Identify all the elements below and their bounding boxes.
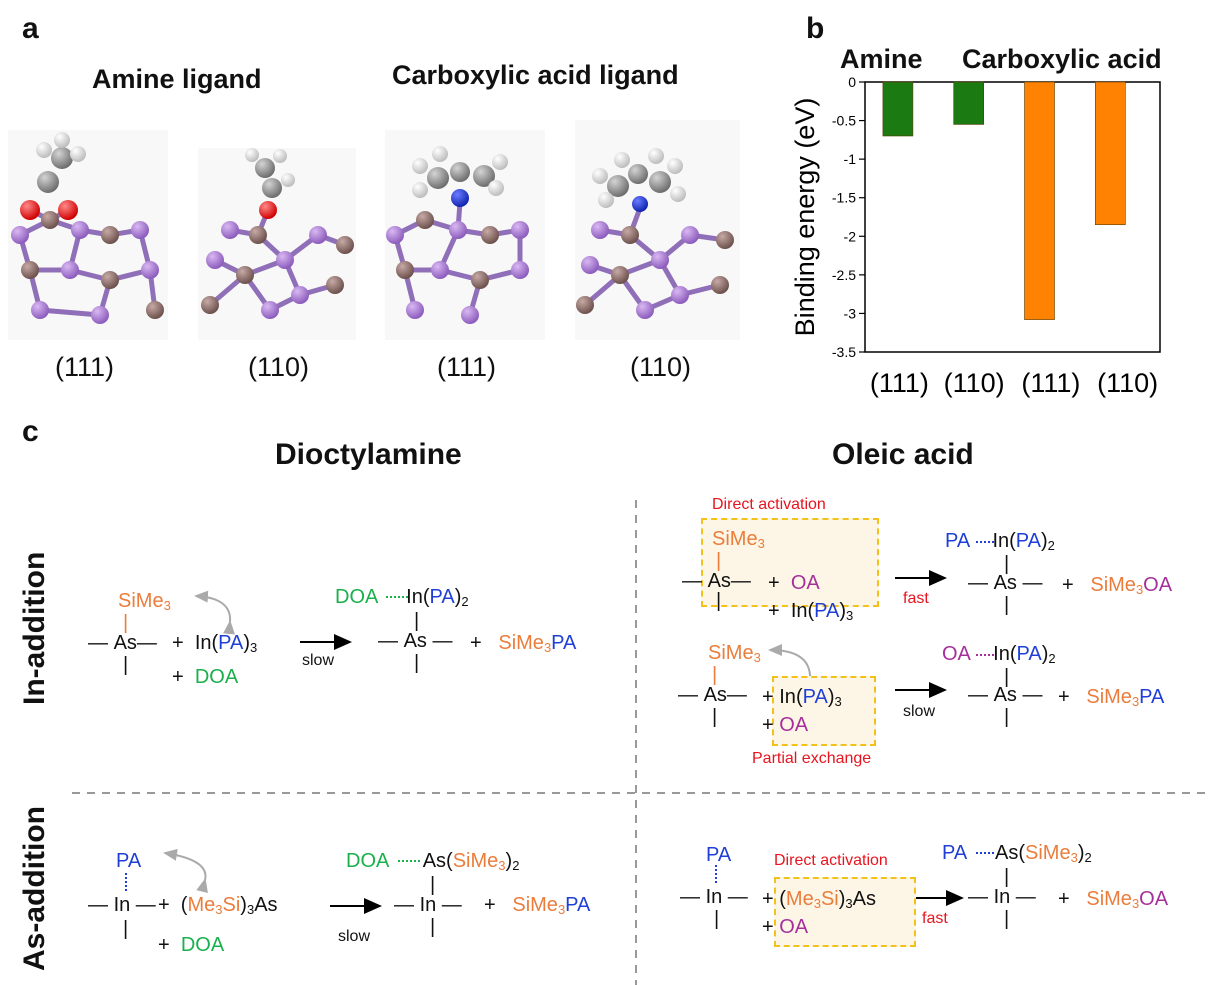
product-simE3pa-1: + SiMe3PA: [470, 632, 577, 655]
direct-activation-box-1: [701, 518, 879, 607]
structure-acid-110: [575, 120, 740, 340]
simE3-label: SiMe3: [118, 590, 171, 613]
as-center-2: — As —: [378, 630, 453, 652]
bar: [882, 81, 914, 137]
group-label-carboxylic: Carboxylic acid: [962, 44, 1162, 74]
y-tick-label: 0: [848, 74, 856, 90]
bar: [1094, 81, 1126, 226]
partial-exchange-label: Partial exchange: [752, 750, 872, 767]
structure-amine-111: [8, 130, 168, 340]
in-pa3-1: + In(PA)3: [172, 632, 258, 655]
as-center-1: — As—: [88, 632, 157, 654]
carboxylic-ligand-header: Carboxylic acid ligand: [392, 60, 679, 90]
direct-activation-box-2: [774, 877, 916, 947]
panel-c-letter: c: [22, 415, 39, 448]
bar: [1024, 81, 1055, 320]
facet-label-3: (111): [437, 352, 497, 382]
direct-activation-label-1: Direct activation: [712, 496, 826, 513]
as-center-3: — As—: [682, 570, 751, 592]
structure-amine-110: [198, 148, 356, 340]
bars: [882, 81, 1126, 320]
plus-doa-1: + DOA: [172, 666, 239, 688]
structure-acid-111: [385, 130, 545, 340]
col-title-dioctylamine: Dioctylamine: [275, 438, 462, 471]
y-tick-label: -1.5: [832, 190, 856, 206]
slow-label-3: slow: [338, 928, 371, 945]
partial-exchange-box: [772, 676, 876, 746]
binding-energy-chart: 0-0.5-1-1.5-2-2.5-3-3.5 (111)(110)(111)(…: [790, 74, 1161, 398]
facet-label-1: (111): [55, 352, 115, 382]
slow-label-1: slow: [302, 652, 335, 669]
y-tick-label: -2.5: [832, 267, 856, 283]
fast-label-2: fast: [922, 910, 948, 927]
col-title-oleic: Oleic acid: [832, 438, 974, 471]
x-tick-label: (111): [870, 368, 929, 398]
y-axis-ticks: 0 -0.5 -1 -1.5 -2 -2.5 -3 -3.5: [832, 74, 865, 360]
x-tick-label: (110): [1097, 368, 1158, 398]
doa-in-pa2: DOA In(PA)2: [335, 586, 469, 609]
molecular-structures: [8, 120, 740, 340]
facet-label-2: (110): [248, 352, 310, 382]
fast-label-1: fast: [903, 590, 929, 607]
direct-activation-label-2: Direct activation: [774, 852, 888, 869]
plot-frame: [864, 81, 1161, 353]
y-tick-label: -0.5: [832, 113, 856, 129]
y-axis-label: Binding energy (eV): [790, 98, 820, 337]
y-tick-label: -3: [844, 305, 857, 321]
panel-b-letter: b: [806, 12, 825, 45]
x-tick-label: (111): [1021, 368, 1080, 398]
y-tick-label: -3.5: [832, 344, 856, 360]
group-label-amine: Amine: [840, 44, 923, 74]
x-axis-ticks: (111) (110) (111) (110): [870, 368, 1158, 398]
y-tick-label: -2: [844, 228, 857, 244]
bar: [953, 81, 984, 125]
x-tick-label: (110): [944, 368, 1005, 398]
facet-label-4: (110): [630, 352, 692, 382]
y-tick-label: -1: [844, 151, 857, 167]
panel-a-letter: a: [22, 12, 39, 45]
slow-label-2: slow: [903, 703, 936, 720]
amine-ligand-header: Amine ligand: [92, 64, 262, 94]
